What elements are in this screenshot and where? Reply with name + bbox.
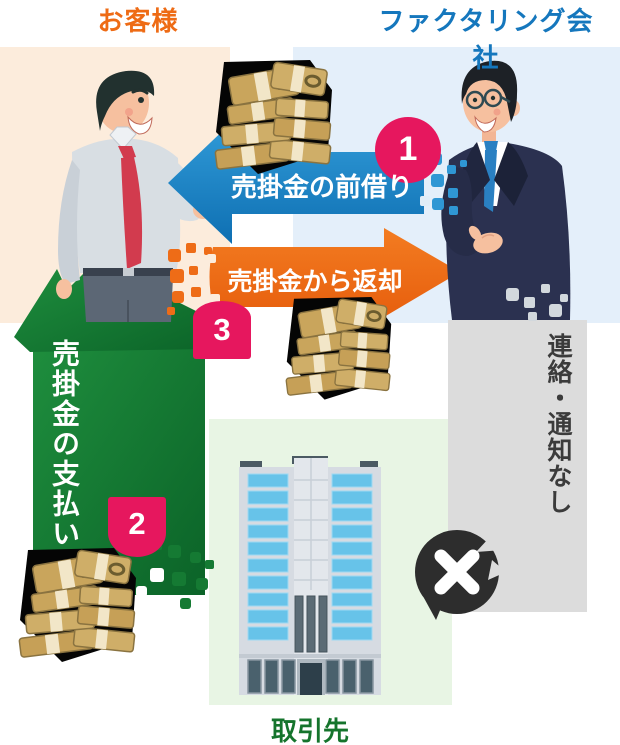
customer-label: お客様 [97,6,179,36]
step-2-badge: 2 [108,497,166,557]
step-3-badge: 3 [193,301,251,359]
repayment-arrow [167,228,460,317]
client-building-icon [239,456,381,695]
pixel-decor [167,243,212,315]
money-stack-icon [17,546,138,664]
pixel-decor [506,284,568,321]
step-1-badge: 1 [375,117,441,183]
customer-illustration [56,70,213,322]
advance-arrow-label: 売掛金の前借り [230,172,413,202]
factoring-agent-illustration [441,60,571,320]
factoring-company-label: ファクタリング会社 [378,6,594,73]
money-stack-icon [213,58,334,176]
repayment-arrow-label: 売掛金から返却 [227,268,403,296]
no-contact-icon [415,530,506,620]
no-contact-label: 連絡・通知なし [544,333,572,515]
client-label: 取引先 [270,716,349,745]
money-stack-icon [284,295,393,401]
payment-arrow-label: 売掛金の支払い [49,339,80,549]
